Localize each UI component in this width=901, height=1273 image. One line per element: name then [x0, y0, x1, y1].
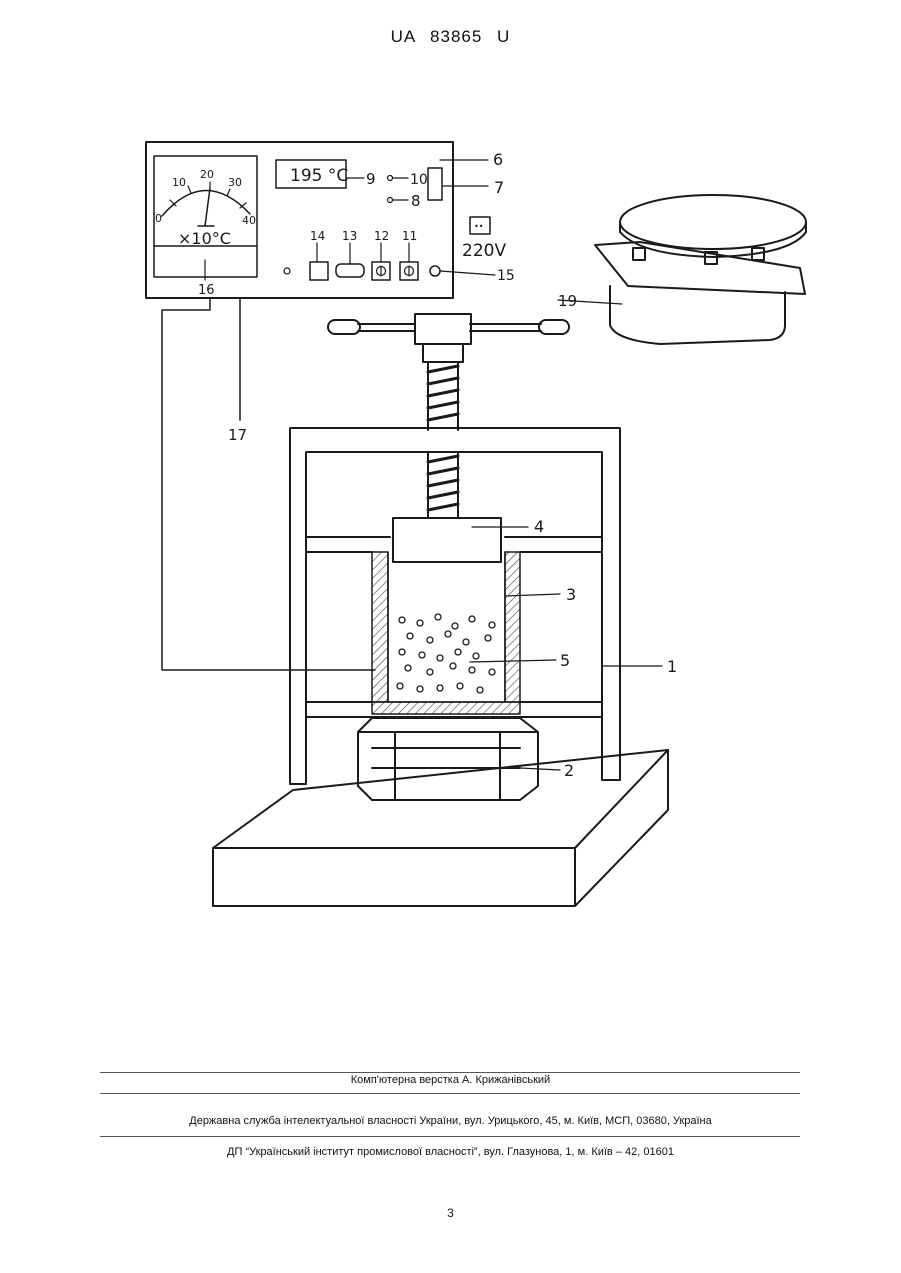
punch [393, 518, 501, 562]
indicator-15 [430, 266, 440, 276]
gauge-tick-40: 40 [242, 214, 256, 227]
footer-rule-top [100, 1072, 800, 1073]
gauge-needle [205, 188, 210, 226]
gauge-tick-10: 10 [172, 176, 186, 189]
hot-plate [558, 195, 806, 344]
label-6: 6 [493, 150, 503, 169]
heater [358, 718, 538, 800]
label-16: 16 [198, 283, 215, 298]
material-particles [397, 614, 495, 693]
voltage-label: 220V [462, 241, 506, 261]
base-plate [213, 750, 668, 906]
gauge-tick-0: 0 [155, 212, 162, 225]
cylinder [372, 552, 520, 714]
thermocouple-wire [162, 298, 375, 670]
display-value: 195 °C [290, 166, 348, 186]
footer-rule-middle [100, 1093, 800, 1094]
button-14 [310, 262, 328, 280]
patent-drawing: 195 °C 0 10 20 30 40 ×10°C 220V •• 1 2 3… [0, 0, 901, 1000]
label-11: 11 [402, 229, 417, 243]
agency-address: Державна служба інтелектуальної власност… [0, 1115, 901, 1127]
label-3: 3 [566, 585, 576, 604]
label-13: 13 [342, 229, 357, 243]
footer-rule-bottom [100, 1136, 800, 1137]
gauge-tick-30: 30 [228, 176, 242, 189]
label-10: 10 [410, 172, 428, 188]
label-1: 1 [667, 657, 677, 676]
label-5: 5 [560, 651, 570, 670]
switch-7 [428, 168, 442, 200]
button-13 [336, 264, 364, 277]
gauge-tick-20: 20 [200, 168, 214, 181]
label-17: 17 [228, 426, 247, 444]
label-15: 15 [497, 268, 515, 284]
press-screw [328, 314, 569, 518]
layout-credit: Комп'ютерна верстка А. Крижанівський [0, 1074, 901, 1086]
label-7: 7 [494, 178, 504, 197]
label-8: 8 [411, 192, 421, 210]
label-19: 19 [558, 292, 577, 310]
label-14: 14 [310, 229, 325, 243]
label-4: 4 [534, 517, 544, 536]
label-9: 9 [366, 170, 376, 188]
label-2: 2 [564, 761, 574, 780]
gauge-multiplier: ×10°C [178, 229, 231, 248]
outlet-symbol: •• [474, 222, 483, 231]
institute-address: ДП “Український інститут промислової вла… [0, 1146, 901, 1158]
label-12: 12 [374, 229, 389, 243]
page-number: 3 [0, 1206, 901, 1220]
